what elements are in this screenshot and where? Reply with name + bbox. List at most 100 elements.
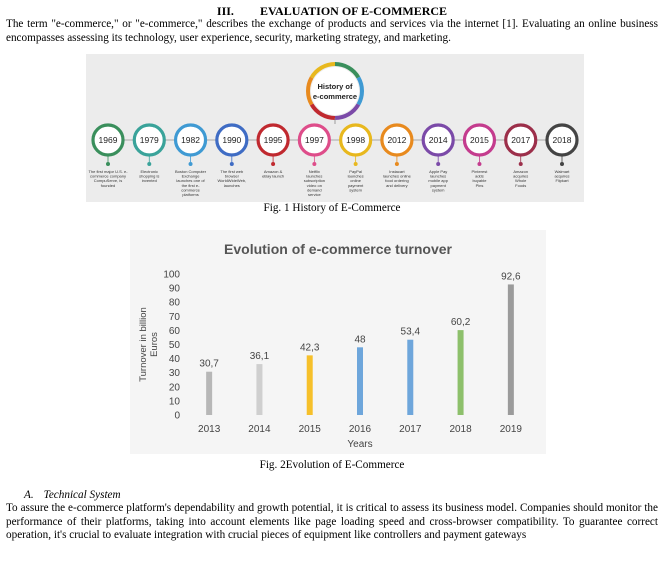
- timeline-event-description: launches online: [383, 174, 412, 179]
- bar-2016: [357, 347, 363, 415]
- timeline-event-dot: [188, 162, 193, 166]
- timeline-event-description: launches: [348, 174, 364, 179]
- timeline-event-description: The first web: [220, 169, 244, 174]
- timeline-year-label: 2015: [470, 135, 489, 145]
- bar-2015: [306, 355, 313, 415]
- timeline-event-description: founded: [101, 183, 115, 188]
- timeline-event-dot: [477, 162, 482, 166]
- data-label: 53,4: [401, 327, 421, 338]
- timeline-event-description: service: [308, 192, 321, 197]
- timeline-event-description: Amazon: [513, 169, 528, 174]
- timeline-year-label: 1998: [346, 135, 365, 145]
- data-label: 48: [354, 334, 366, 345]
- timeline-event-description: food ordering: [385, 178, 409, 183]
- section-number: III.: [216, 4, 234, 18]
- timeline-event-description: Netflix: [309, 169, 320, 174]
- data-label: 60,2: [451, 317, 471, 328]
- timeline-event-dot: [353, 162, 358, 166]
- timeline-title-circle: [311, 67, 359, 115]
- timeline-event-description: Exchange: [182, 174, 201, 179]
- y-tick-label: 70: [169, 312, 181, 323]
- figure-1-caption: Fig. 1 History of E-Commerce: [263, 202, 401, 214]
- y-tick-label: 40: [169, 354, 181, 365]
- timeline-event-dot: [147, 162, 152, 166]
- timeline-event-description: Flipkart: [555, 178, 569, 183]
- timeline-event-description: acquires: [554, 174, 569, 179]
- timeline-event-description: mobile app: [428, 178, 448, 183]
- timeline-year-label: 1995: [264, 135, 283, 145]
- timeline-title-ring-segment: [334, 103, 361, 120]
- timeline-title-line2: e-commerce: [313, 92, 357, 101]
- timeline-event-description: The first major U.S. e-: [88, 169, 128, 174]
- timeline-event-dot: [106, 162, 110, 166]
- bar-2013: [206, 371, 213, 415]
- x-tick-label: 2016: [349, 424, 372, 435]
- x-axis-label: Years: [347, 439, 372, 450]
- y-tick-label: 0: [174, 411, 180, 422]
- y-tick-label: 100: [163, 270, 180, 281]
- timeline-title-ring-segment: [309, 62, 336, 79]
- subsection-letter: A.: [24, 489, 34, 501]
- timeline-event-description: Whole: [515, 178, 527, 183]
- timeline-event-description: payment: [348, 183, 364, 188]
- bar-2017: [407, 339, 414, 415]
- timeline-title-ring-segment: [306, 76, 314, 106]
- timeline-year-label: 2012: [387, 135, 406, 145]
- timeline-event-description: payment: [431, 183, 447, 188]
- timeline-event-description: eBay launch: [262, 174, 284, 179]
- timeline-event-description: commerce: [181, 187, 200, 192]
- timeline-event-description: Walmart: [555, 169, 571, 174]
- timeline-event-description: buyable: [472, 178, 487, 183]
- timeline-year-label: 1997: [305, 135, 324, 145]
- timeline-event-dot: [436, 162, 441, 166]
- timeline-event-description: system: [349, 187, 362, 192]
- timeline-title-ring-segment: [309, 103, 336, 120]
- timeline-title-ring-segment: [334, 62, 361, 79]
- subsection-title: Technical System: [43, 489, 121, 501]
- timeline-event-dot: [518, 162, 523, 166]
- timeline-event-dot: [271, 162, 276, 166]
- timeline-event-description: platforms: [182, 192, 198, 197]
- timeline-event-description: demand: [307, 187, 321, 192]
- timeline-year-label: 2017: [511, 135, 530, 145]
- y-tick-label: 30: [169, 368, 181, 379]
- data-label: 30,7: [199, 359, 219, 370]
- x-tick-label: 2014: [248, 424, 271, 435]
- data-label: 42,3: [300, 342, 320, 353]
- timeline-event-description: Pins: [476, 183, 484, 188]
- timeline-event-description: invented: [142, 178, 157, 183]
- timeline-event-description: launches: [430, 174, 446, 179]
- y-tick-label: 10: [169, 396, 181, 407]
- timeline-year-label: 1979: [140, 135, 159, 145]
- timeline-event-dot: [229, 162, 234, 166]
- timeline-event-description: system: [432, 187, 445, 192]
- y-tick-label: 90: [169, 284, 181, 295]
- timeline-event-description: Apple Pay: [429, 169, 447, 174]
- data-label: 92,6: [501, 271, 521, 282]
- timeline-event-description: video on: [307, 183, 322, 188]
- timeline-event-description: Pinterest: [472, 169, 489, 174]
- timeline-event-description: Amazon &: [264, 169, 283, 174]
- bar-2019: [507, 284, 514, 415]
- x-tick-label: 2017: [399, 424, 422, 435]
- timeline-title-line1: History of: [317, 82, 353, 91]
- intro-paragraph: The term "e-commerce," or "e-commerce," …: [6, 18, 658, 44]
- timeline-event-dot: [312, 162, 317, 166]
- timeline-event-description: subscription: [304, 178, 325, 183]
- timeline-title-ring-segment: [356, 76, 364, 106]
- section-title: EVALUATION OF E-COMMERCE: [259, 4, 448, 18]
- turnover-chart-svg: Evolution of e-commerce turnover01020304…: [138, 241, 522, 450]
- y-axis-label-line1: Turnover in billion: [138, 307, 149, 382]
- timeline-event-description: launches: [224, 183, 240, 188]
- timeline-event-description: the first e-: [182, 183, 200, 188]
- timeline-event-dot: [560, 162, 564, 166]
- subsection-heading: A. Technical System: [24, 489, 121, 501]
- x-tick-label: 2015: [299, 424, 322, 435]
- timeline-event-dot: [394, 162, 399, 166]
- y-tick-label: 50: [169, 340, 181, 351]
- timeline-event-description: launches: [306, 174, 322, 179]
- timeline-event-description: browser: [225, 174, 240, 179]
- technical-system-paragraph: To assure the e-commerce platform's depe…: [6, 502, 658, 542]
- timeline-year-label: 1990: [222, 135, 241, 145]
